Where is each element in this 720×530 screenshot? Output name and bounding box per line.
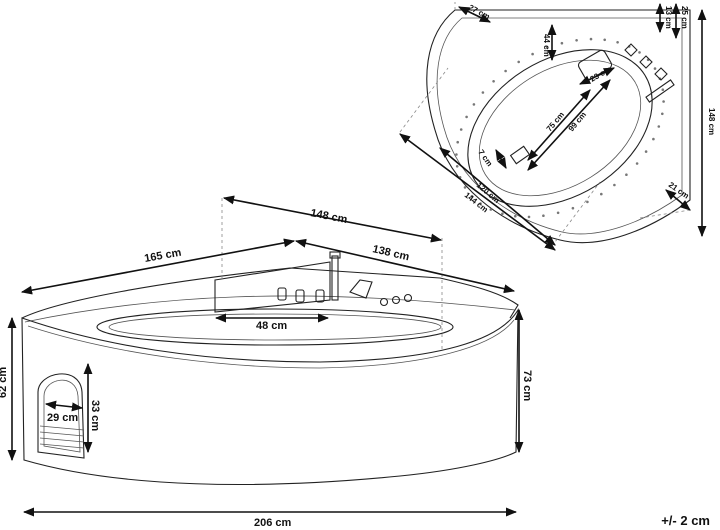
- front-view-basin: [96, 308, 454, 346]
- jet-dot: [472, 103, 476, 106]
- jet-dot: [662, 100, 665, 103]
- front-view-apron-top: [27, 319, 515, 369]
- jet-dot: [556, 211, 560, 215]
- front-view-drawing: [21, 198, 519, 486]
- top-view-labels: 27 cm 13 cm 25 cm 44 cm 23 cm 75 cm 99 c…: [463, 3, 716, 214]
- jet-dot: [531, 52, 534, 56]
- jet-dot: [616, 41, 619, 44]
- dim-label-44: 44 cm: [542, 34, 551, 57]
- jet-dot: [571, 206, 575, 210]
- top-view-faucets: [509, 43, 675, 165]
- jet-dot: [638, 51, 641, 54]
- jet-dot: [514, 214, 517, 218]
- jet-dot: [527, 215, 531, 219]
- front-view-access-panel-inner: [43, 379, 81, 453]
- jet-dot: [456, 140, 460, 144]
- front-view-apron: [21, 307, 519, 486]
- front-view-dimensions: [7, 195, 524, 517]
- jet-dot: [661, 88, 665, 91]
- dim-label-62: 62 cm: [0, 367, 9, 398]
- jet-dot: [652, 137, 655, 141]
- front-view-access-panel: [37, 373, 85, 459]
- jet-dot: [586, 200, 589, 204]
- jet-dot: [560, 41, 564, 45]
- jet-dot: [542, 214, 545, 217]
- dim-label-148: 148 cm: [309, 207, 348, 226]
- dim-label-73: 73 cm: [521, 370, 533, 401]
- dim-label-13: 13 cm: [664, 6, 673, 29]
- front-view-faucet: [277, 251, 413, 307]
- dim-label-29: 29 cm: [47, 412, 78, 424]
- jet-dot: [653, 67, 657, 70]
- jet-dot: [657, 125, 661, 128]
- jet-dot: [463, 186, 467, 189]
- jet-dot: [625, 173, 628, 176]
- jet-dot: [517, 60, 520, 64]
- dim-label-48: 48 cm: [256, 320, 287, 332]
- jet-dot: [501, 212, 504, 215]
- dim-label-7: 7 cm: [476, 148, 494, 168]
- dim-label-206: 206 cm: [254, 517, 292, 529]
- jet-dot: [459, 128, 463, 131]
- jet-dot: [492, 80, 495, 83]
- jet-dot: [603, 38, 606, 42]
- jet-dot: [455, 165, 459, 168]
- front-view-labels: 148 cm 165 cm 138 cm 48 cm 62 cm 29 cm 3…: [0, 207, 533, 529]
- top-view-dimensions: [399, 2, 707, 251]
- dim-label-148-side: 148 cm: [707, 108, 716, 135]
- jet-dot: [589, 37, 593, 41]
- jet-dot: [644, 150, 648, 153]
- jet-dot: [481, 91, 485, 94]
- jet-dot: [489, 208, 493, 211]
- jet-dot: [465, 115, 468, 119]
- jet-dot: [575, 39, 578, 42]
- front-view-deck-edge: [24, 295, 516, 323]
- jet-dot: [504, 69, 507, 73]
- dim-label-27: 27 cm: [467, 3, 491, 22]
- jet-dot: [613, 183, 616, 187]
- jet-dot: [635, 162, 639, 165]
- dim-label-33: 33 cm: [89, 400, 101, 431]
- jet-dot: [600, 192, 603, 196]
- front-view-vent: [39, 425, 85, 449]
- jet-dot: [661, 112, 664, 116]
- tolerance-note: +/- 2 cm: [661, 513, 710, 528]
- dim-label-25: 25 cm: [680, 6, 689, 29]
- jet-dot: [455, 153, 458, 156]
